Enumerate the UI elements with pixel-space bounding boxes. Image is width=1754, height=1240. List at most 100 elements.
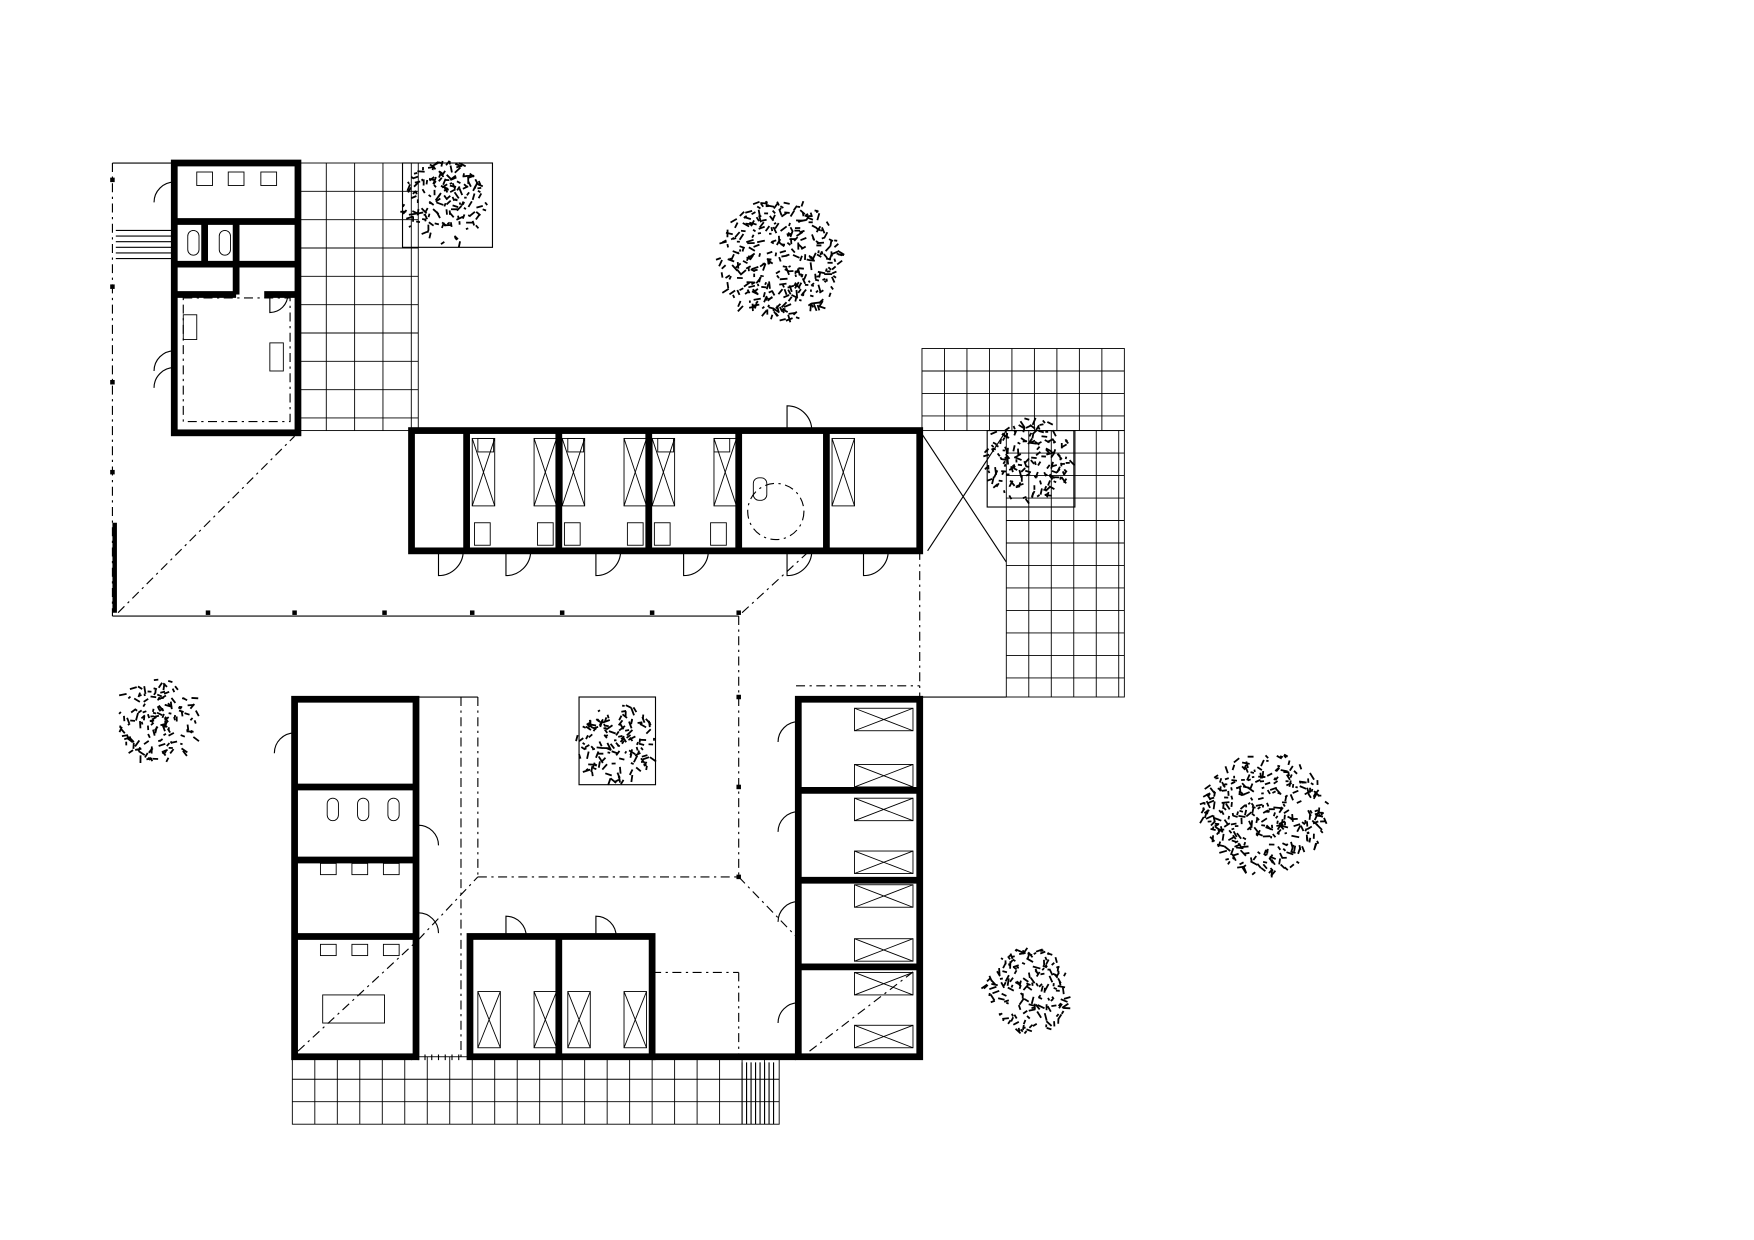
tree-mark	[1044, 439, 1050, 444]
tree-mark	[630, 707, 635, 716]
post	[110, 379, 115, 385]
tree-mark	[761, 309, 768, 317]
tree-mark	[809, 302, 815, 308]
tree-mark	[1264, 853, 1268, 857]
tree-mark	[750, 219, 755, 227]
door-swing	[595, 550, 622, 577]
tree-mark	[597, 761, 601, 768]
tree-mark	[1230, 787, 1233, 791]
tree-mark	[408, 225, 412, 228]
tree-mark	[1249, 797, 1254, 801]
toilet	[218, 230, 231, 256]
tree-mark	[789, 230, 794, 238]
tree-mark	[1007, 955, 1011, 960]
tree-icon	[1199, 753, 1330, 878]
tree-mark	[178, 709, 184, 713]
tree-mark	[1221, 789, 1227, 792]
tree-mark	[1259, 772, 1262, 779]
tree-mark	[798, 299, 802, 302]
tree-mark	[152, 708, 155, 713]
tree-mark	[597, 755, 604, 764]
tree-mark	[1020, 1028, 1024, 1033]
tree-mark	[720, 272, 724, 278]
tree-mark	[737, 300, 742, 308]
door-swing	[595, 915, 617, 937]
tree-mark	[1051, 996, 1055, 1000]
tree-mark	[578, 737, 584, 742]
nightstand	[477, 437, 495, 453]
tree-mark	[816, 304, 821, 311]
tree-mark	[1255, 818, 1259, 824]
tree-mark	[811, 224, 818, 229]
tree-mark	[758, 225, 765, 230]
tree-mark	[996, 970, 1001, 977]
tree-mark	[133, 697, 141, 703]
tree-mark	[734, 231, 741, 238]
tree-mark	[161, 751, 165, 754]
tree-mark	[1208, 796, 1215, 800]
tree-mark	[150, 722, 155, 726]
tree-mark	[457, 241, 461, 248]
tree-mark	[1251, 806, 1255, 814]
tree-mark	[748, 252, 756, 259]
tree-mark	[772, 307, 780, 314]
tree-mark	[628, 721, 633, 729]
tree-mark	[1276, 828, 1282, 835]
table	[474, 522, 491, 546]
tree-mark	[800, 200, 805, 207]
tree-mark	[1022, 977, 1029, 983]
tree-mark	[1004, 446, 1009, 454]
tree-mark	[1006, 456, 1010, 465]
tree-mark	[817, 270, 826, 275]
tree-mark	[1046, 421, 1054, 426]
tree-mark	[1275, 815, 1279, 819]
tree-mark	[1219, 849, 1228, 854]
tree-mark	[774, 252, 778, 257]
tree-mark	[1238, 815, 1246, 818]
tree-mark	[997, 997, 1005, 1001]
tree-mark	[1012, 1021, 1020, 1026]
tree-mark	[739, 287, 744, 292]
tree-mark	[732, 294, 736, 299]
stove	[269, 342, 284, 372]
bed	[854, 1024, 914, 1049]
tree-mark	[1268, 857, 1274, 864]
tree-mark	[1013, 969, 1018, 975]
tree-mark	[601, 757, 607, 762]
tree-mark	[641, 754, 648, 758]
tree-mark	[1025, 424, 1032, 429]
tree-mark	[1232, 830, 1238, 838]
tree-mark	[454, 198, 458, 202]
tree-mark	[137, 685, 143, 690]
tree-mark	[1025, 465, 1030, 468]
tree-mark	[756, 239, 766, 244]
tree-mark	[580, 746, 586, 751]
tree-mark	[1199, 801, 1205, 806]
tree-mark	[1206, 809, 1210, 815]
tree-mark	[142, 710, 147, 714]
tree-mark	[779, 318, 786, 322]
toilet	[357, 797, 370, 822]
tree-mark	[800, 245, 807, 250]
door-swing	[777, 901, 799, 922]
tree-mark	[622, 737, 627, 743]
tree-mark	[640, 757, 646, 764]
bed	[533, 991, 558, 1049]
tree-mark	[1241, 845, 1249, 848]
tree-mark	[824, 245, 831, 252]
tree-mark	[761, 306, 765, 310]
tree-mark	[795, 316, 800, 320]
tree-mark	[787, 284, 795, 289]
tree-mark	[1026, 982, 1031, 986]
tree-mark	[1222, 783, 1228, 786]
tree-mark	[778, 207, 782, 211]
tree-mark	[642, 756, 650, 761]
tree-mark	[1249, 783, 1254, 789]
tree-mark	[443, 194, 449, 201]
tree-mark	[434, 193, 442, 201]
tree-mark	[1287, 760, 1291, 766]
tree-mark	[799, 273, 804, 277]
tree-mark	[1288, 780, 1292, 788]
tree-mark	[168, 732, 175, 737]
tree-mark	[1298, 844, 1302, 851]
